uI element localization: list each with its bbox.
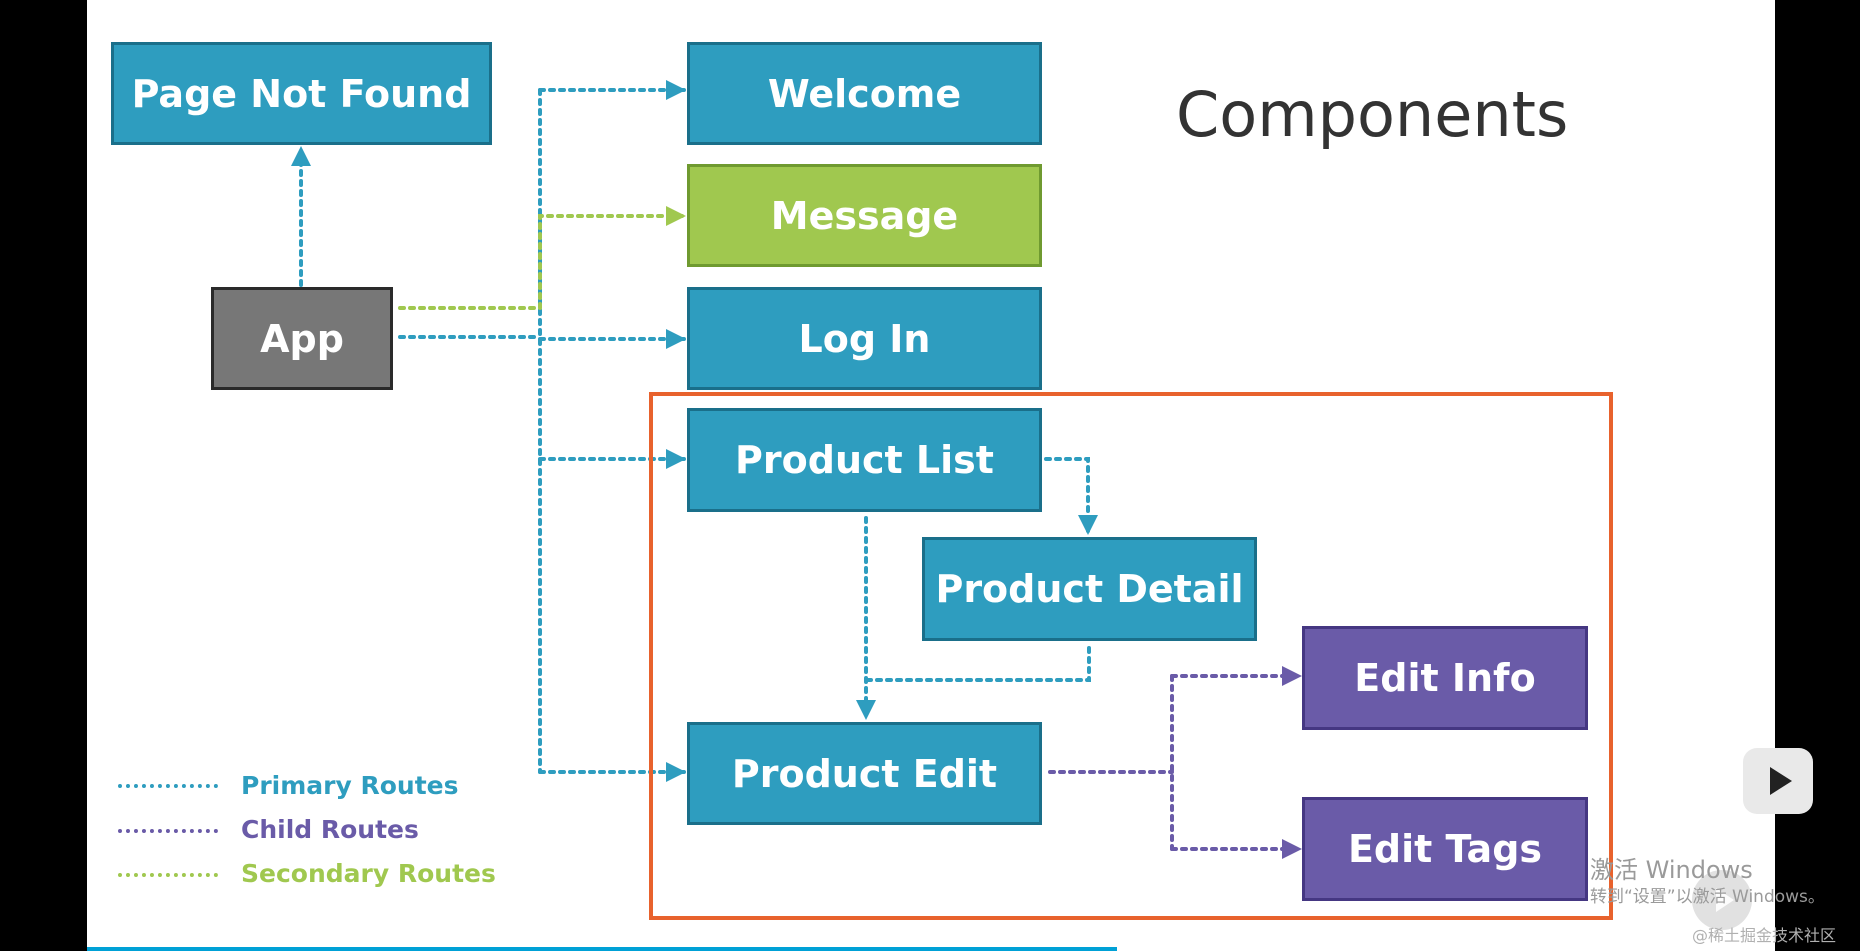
play-icon [1770, 767, 1792, 795]
legend-primary-label: Primary Routes [241, 771, 459, 800]
play-button[interactable] [1692, 870, 1752, 930]
play-circle-icon [1715, 888, 1734, 912]
node-product-list: Product List [687, 408, 1042, 512]
node-product-edit: Product Edit [687, 722, 1042, 825]
legend-child-line [118, 829, 218, 833]
legend-primary-line [118, 784, 218, 788]
node-product-detail: Product Detail [922, 537, 1257, 641]
legend-secondary-label: Secondary Routes [241, 859, 496, 888]
legend-secondary-line [118, 873, 218, 877]
windows-activation-title: 激活 Windows [1590, 856, 1753, 884]
video-progress-bar[interactable] [87, 947, 1117, 951]
node-edit-info: Edit Info [1302, 626, 1588, 730]
slide-title: Components [1176, 78, 1569, 151]
node-log-in: Log In [687, 287, 1042, 390]
video-player-icon[interactable] [1743, 748, 1813, 814]
route-app-to-message-secondary [398, 206, 686, 310]
route-product-list-to-detail [1044, 457, 1098, 535]
node-welcome: Welcome [687, 42, 1042, 145]
node-app: App [211, 287, 393, 390]
node-edit-tags: Edit Tags [1302, 797, 1588, 901]
node-message: Message [687, 164, 1042, 267]
site-credit: @稀土掘金技术社区 [1692, 926, 1837, 945]
windows-activation-subtitle: 转到“设置”以激活 Windows。 [1590, 887, 1825, 907]
legend-child-label: Child Routes [241, 815, 419, 844]
node-page-not-found: Page Not Found [111, 42, 492, 145]
highlight-frame [649, 392, 1613, 920]
route-product-detail-to-edit [864, 646, 1091, 682]
